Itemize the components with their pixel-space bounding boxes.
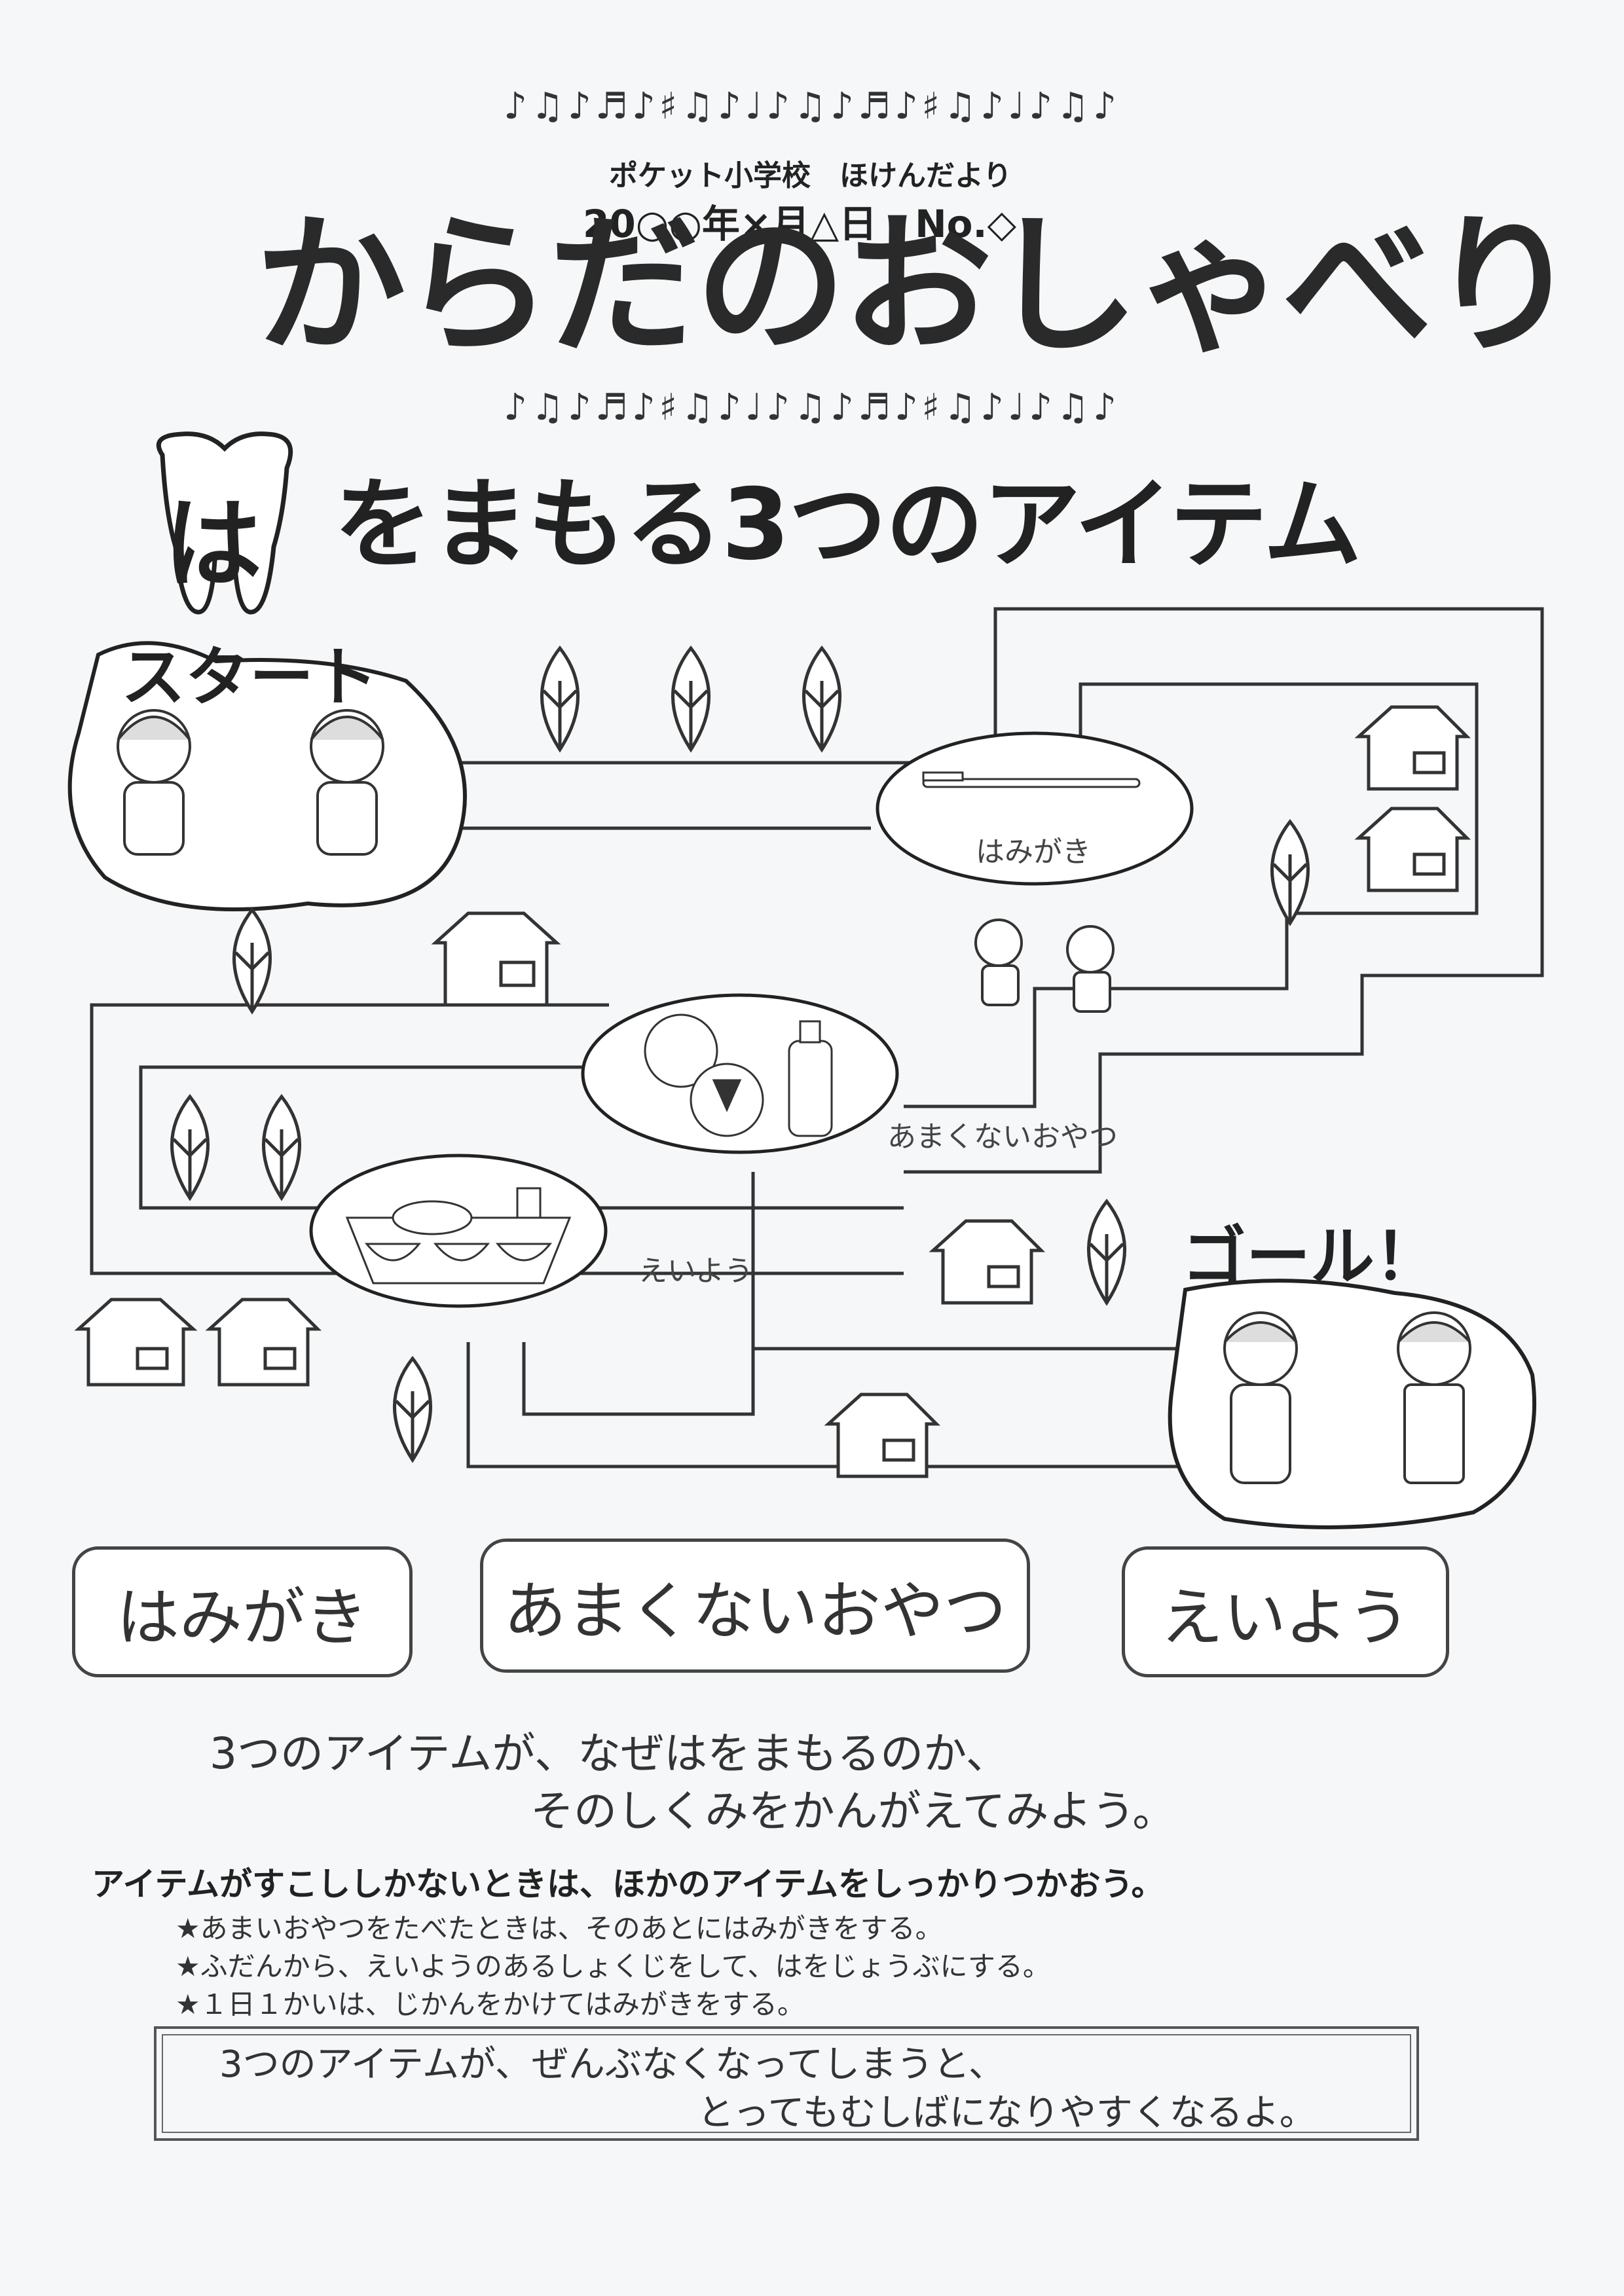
snacks-icon xyxy=(644,1013,833,1137)
tips-heading: アイテムがすこししかないときは、ほかのアイテムをしっかりつかおう。 xyxy=(92,1865,1164,1903)
tree-icon xyxy=(393,1355,432,1463)
meal-tray-icon xyxy=(345,1187,572,1285)
oval-label-toothbrush: はみがき xyxy=(976,835,1091,869)
tip-item: ★ふだんから、えいようのあるしょくじをして、はをじょうぶにする。 xyxy=(175,1950,1050,1982)
tree-icon xyxy=(540,645,580,753)
tree-icon xyxy=(1087,1198,1126,1306)
house-icon xyxy=(824,1393,941,1478)
explain-line-1: 3つのアイテムが、なぜはをまもるのか、 xyxy=(210,1728,1009,1779)
tree-icon xyxy=(262,1093,301,1201)
house-icon xyxy=(74,1298,198,1387)
item-box-snacks: あまくないおやつ xyxy=(480,1539,1030,1673)
item-box-nutrition: えいよう xyxy=(1122,1546,1449,1677)
oval-label-snacks: あまくないおやつ xyxy=(887,1120,1118,1154)
item-label: あまくないおやつ xyxy=(504,1575,1006,1648)
tooth-icon xyxy=(156,431,293,615)
issue-date: 20○○年×月△日 No.◇ xyxy=(583,202,1017,246)
warning-box xyxy=(154,2026,1419,2141)
kid-goal-2 xyxy=(1397,1311,1471,1484)
tree-icon xyxy=(802,645,841,753)
kids-middle xyxy=(974,919,1115,1013)
item-label: はみがき xyxy=(117,1580,368,1654)
goal-label: ゴール！ xyxy=(1182,1220,1439,1294)
music-notes-border-bottom: ♪♫♪♬♪♯♫♪♩♪♫♪♬♪♯♫♪♩♪♫♪ xyxy=(504,386,1120,429)
maze-map xyxy=(67,607,1544,1529)
warning-line-1: 3つのアイテムが、ぜんぶなくなってしまうと、 xyxy=(219,2043,1005,2086)
headline: をまもる3つのアイテム xyxy=(334,468,1361,582)
tip-item: ★あまいおやつをたべたときは、そのあとにはみがきをする。 xyxy=(175,1912,943,1944)
headline-tooth-char: は xyxy=(164,488,263,602)
kid-start-1 xyxy=(117,709,191,856)
oval-toothbrush xyxy=(876,731,1194,886)
explain-line-2: そのしくみをかんがえてみよう。 xyxy=(530,1786,1176,1836)
school-name: ポケット小学校 ほけんだより xyxy=(609,159,1012,192)
house-icon xyxy=(1354,705,1471,791)
house-icon xyxy=(205,1298,322,1387)
house-icon xyxy=(1354,807,1471,892)
warning-line-2: とってもむしばになりやすくなるよ。 xyxy=(697,2092,1316,2134)
house-icon xyxy=(431,911,561,1007)
newsletter-title: からだのおしゃべり xyxy=(255,199,1579,374)
house-icon xyxy=(929,1219,1046,1305)
toothbrush-icon xyxy=(922,771,1141,788)
kid-start-2 xyxy=(310,709,384,856)
kid-goal-1 xyxy=(1223,1311,1298,1484)
item-box-toothbrushing: はみがき xyxy=(72,1546,413,1677)
item-label: えいよう xyxy=(1160,1580,1411,1654)
tree-icon xyxy=(1270,818,1310,926)
music-notes-border-top: ♪♫♪♬♪♯♫♪♩♪♫♪♬♪♯♫♪♩♪♫♪ xyxy=(504,85,1120,128)
tree-icon xyxy=(232,907,272,1015)
tree-icon xyxy=(170,1093,210,1201)
start-label: スタート xyxy=(121,640,378,715)
goal-bubble xyxy=(1168,1279,1537,1529)
tip-item: ★１日１かいは、じかんをかけてはみがきをする。 xyxy=(175,1988,805,2020)
oval-label-nutrition: えいよう xyxy=(638,1254,754,1288)
tree-icon xyxy=(671,645,710,753)
